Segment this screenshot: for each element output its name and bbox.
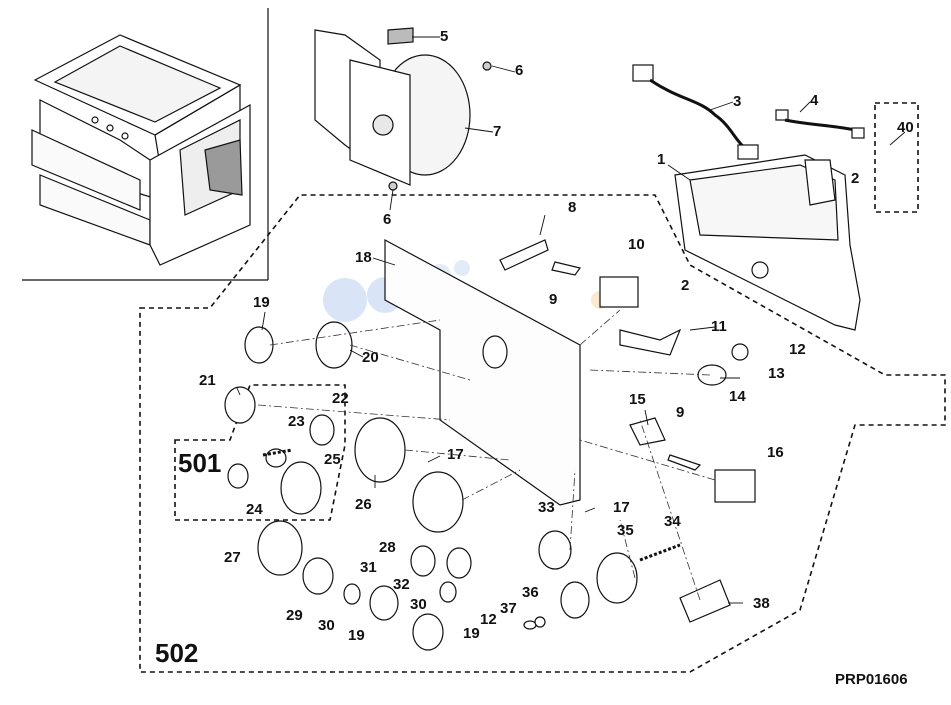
part-callout: 15 bbox=[629, 391, 646, 408]
part-callout: 1 bbox=[657, 151, 666, 168]
part-callout: 38 bbox=[753, 595, 770, 612]
frame-bracket bbox=[674, 154, 861, 331]
part-callout: 40 bbox=[897, 119, 914, 136]
gears bbox=[224, 321, 731, 651]
part-callout: 27 bbox=[224, 549, 241, 566]
part-callout: 20 bbox=[362, 349, 379, 366]
part-callout: 26 bbox=[355, 496, 372, 513]
part-callout: 2 bbox=[851, 170, 860, 187]
part-callout: 17 bbox=[613, 499, 630, 516]
outline-501 bbox=[174, 384, 346, 521]
part-callout: 12 bbox=[789, 341, 806, 358]
part-callout: 8 bbox=[568, 199, 577, 216]
group-label-502: 502 bbox=[155, 638, 199, 668]
part-callout: 18 bbox=[355, 249, 372, 266]
part-callout: 3 bbox=[733, 93, 742, 110]
copier-inset-illustration bbox=[22, 8, 269, 281]
part-callout: 19 bbox=[253, 294, 270, 311]
part-callout: 19 bbox=[348, 627, 365, 644]
part-callout: 31 bbox=[360, 559, 377, 576]
part-callout: 25 bbox=[324, 451, 341, 468]
part-callout: 33 bbox=[538, 499, 555, 516]
leader-lines bbox=[257, 309, 716, 601]
part-callout: 21 bbox=[199, 372, 216, 389]
part-callout: 12 bbox=[480, 611, 497, 628]
part-callout: 34 bbox=[664, 513, 681, 530]
part-callout: 2 bbox=[681, 277, 690, 294]
part-callout: 28 bbox=[379, 539, 396, 556]
harnesses bbox=[632, 64, 865, 160]
motor-assembly bbox=[314, 27, 492, 191]
solenoids-and-springs bbox=[262, 239, 756, 562]
part-callout: 6 bbox=[515, 62, 524, 79]
part-callout: 19 bbox=[463, 625, 480, 642]
part-callout: 24 bbox=[246, 501, 263, 518]
part-callout: 29 bbox=[286, 607, 303, 624]
part-callout: 14 bbox=[729, 388, 746, 405]
figure-code: PRP01606 bbox=[835, 671, 908, 688]
part-callout: 22 bbox=[332, 390, 349, 407]
part-callout: 35 bbox=[617, 522, 634, 539]
callout-lines bbox=[236, 36, 906, 604]
part-callout: 23 bbox=[288, 413, 305, 430]
part-callout: 11 bbox=[711, 318, 727, 335]
part-callout: 30 bbox=[318, 617, 335, 634]
part-callout: 4 bbox=[810, 92, 819, 109]
part-callout: 13 bbox=[768, 365, 785, 382]
part-callout: 17 bbox=[447, 446, 464, 463]
part-callout: 7 bbox=[493, 123, 502, 140]
part-callout: 9 bbox=[549, 291, 558, 308]
group-label-501: 501 bbox=[178, 448, 222, 478]
part-callout: 9 bbox=[676, 404, 685, 421]
group-outlines bbox=[139, 102, 946, 673]
part-callout: 36 bbox=[522, 584, 539, 601]
mounting-plate bbox=[384, 238, 581, 506]
part-callout: 37 bbox=[500, 600, 517, 617]
part-callout: 10 bbox=[628, 236, 645, 253]
part-callout: 32 bbox=[393, 576, 410, 593]
part-callout: 5 bbox=[440, 28, 449, 45]
part-callout: 6 bbox=[383, 211, 392, 228]
outline-502 bbox=[139, 194, 946, 673]
part-callout: 16 bbox=[767, 444, 784, 461]
part-callout: 30 bbox=[410, 596, 427, 613]
